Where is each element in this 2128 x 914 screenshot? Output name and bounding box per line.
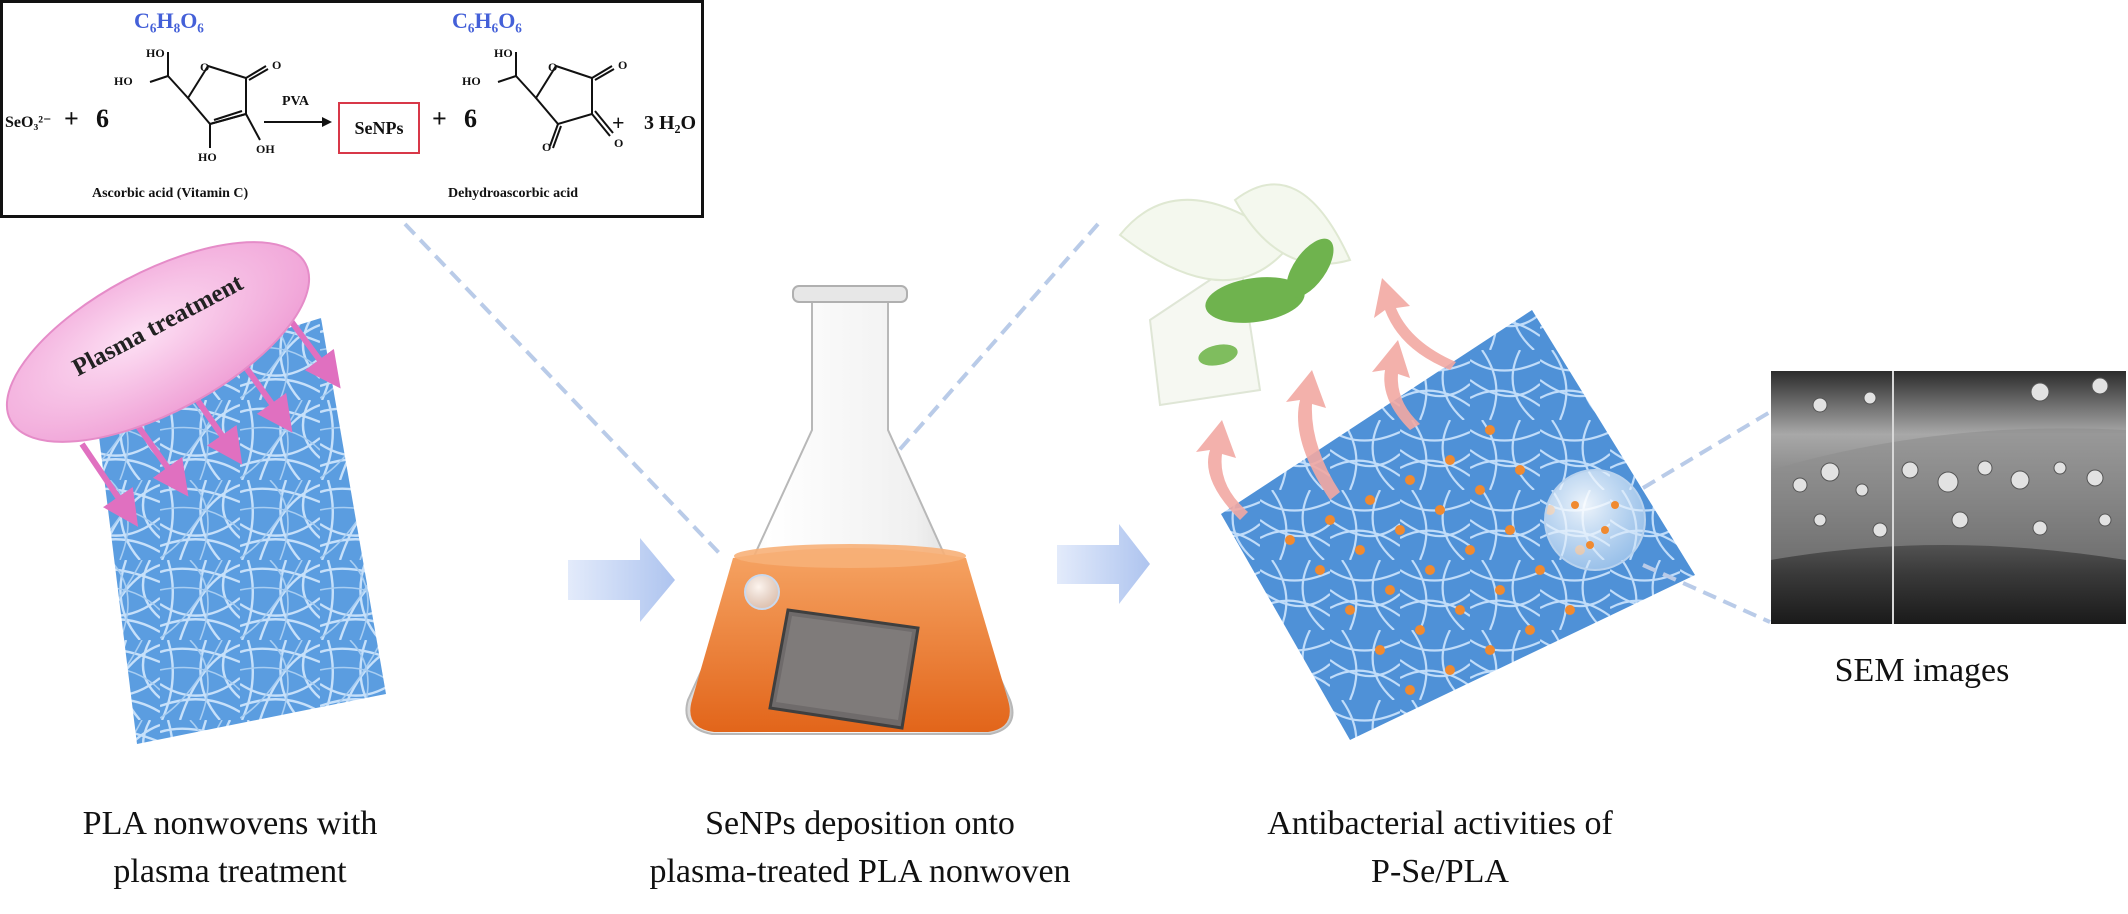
plasma-source-ellipse	[5, 241, 311, 443]
caption-stage-3: Antibacterial activities of P-Se/PLA	[1230, 800, 1650, 896]
plus-3: +	[612, 110, 625, 135]
ascorbic-ho-1: HO	[146, 46, 165, 60]
coef-ascorbic: 6	[96, 104, 109, 133]
coef-dehydro: 6	[464, 104, 477, 133]
dehydro-o-carbonyl-3: O	[614, 136, 624, 150]
flow-arrow-2	[1057, 524, 1150, 604]
caption-stage-1-line-2: plasma treatment	[113, 853, 347, 890]
ascorbic-acid-name: Ascorbic acid (Vitamin C)	[92, 186, 249, 201]
dehydroascorbic-acid-name: Dehydroascorbic acid	[448, 186, 579, 201]
caption-stage-3-line-1: Antibacterial activities of	[1267, 805, 1613, 842]
formula-dehydro: C₆H₆O₆	[452, 8, 522, 33]
nonwoven-sample-in-flask	[768, 608, 920, 730]
caption-stage-2-line-2: plasma-treated PLA nonwoven	[649, 853, 1071, 890]
dehydro-ho-1: HO	[494, 46, 513, 60]
plasma-arrows	[79, 304, 341, 527]
dehydro-o-carbonyl-1: O	[618, 58, 628, 72]
dehydroascorbic-acid-structure	[497, 52, 615, 149]
pla-nonwoven-mat-1	[93, 318, 386, 744]
plus-2: +	[432, 104, 447, 133]
caption-stage-2-line-1: SeNPs deposition onto	[705, 805, 1015, 842]
plus-1: +	[64, 104, 79, 133]
senps-product-label: SeNPs	[354, 117, 404, 138]
ascorbic-o-ring: O	[200, 60, 210, 74]
pva-label: PVA	[282, 94, 309, 109]
projection-lines	[403, 222, 1100, 590]
reaction-arrow-icon	[264, 117, 332, 127]
zoom-bubble-mat	[1544, 469, 1646, 571]
ascorbic-ho-3: HO	[198, 150, 217, 164]
ascorbic-o-carbonyl: O	[272, 58, 282, 72]
selenite-ion: SeO₃²⁻	[5, 114, 52, 131]
senps-product-box: SeNPs	[338, 102, 420, 154]
flow-arrow-1	[568, 538, 675, 622]
sem-images-label: SEM images	[1834, 652, 2010, 689]
ascorbic-oh: OH	[256, 142, 275, 156]
caption-stage-3-line-2: P-Se/PLA	[1371, 853, 1509, 890]
dehydro-o-carbonyl-2: O	[542, 140, 552, 154]
ascorbic-acid-structure	[149, 52, 269, 148]
water-product: 3 H₂O	[644, 112, 697, 134]
caption-stage-2: SeNPs deposition onto plasma-treated PLA…	[600, 800, 1120, 896]
sem-image	[1771, 371, 2126, 624]
caption-stage-1-line-1: PLA nonwovens with	[82, 805, 378, 842]
ascorbic-ho-2: HO	[114, 74, 133, 88]
sem-zoom-lines	[1641, 410, 1772, 624]
dehydro-ho-2: HO	[462, 74, 481, 88]
zoom-bubble-flask	[744, 574, 780, 610]
release-arrows	[1196, 278, 1456, 520]
bacteria-cluster	[1118, 183, 1352, 407]
pla-nonwoven-mat-3	[1221, 310, 1695, 740]
dehydro-o-ring: O	[548, 60, 558, 74]
caption-stage-1: PLA nonwovens with plasma treatment	[60, 800, 400, 896]
formula-ascorbic: C₆H₈O₆	[134, 8, 204, 33]
reaction-equation-box: C₆H₈O₆ C₆H₆O₆ SeO₃²⁻ + 6 HO HO O O HO OH…	[0, 0, 704, 218]
